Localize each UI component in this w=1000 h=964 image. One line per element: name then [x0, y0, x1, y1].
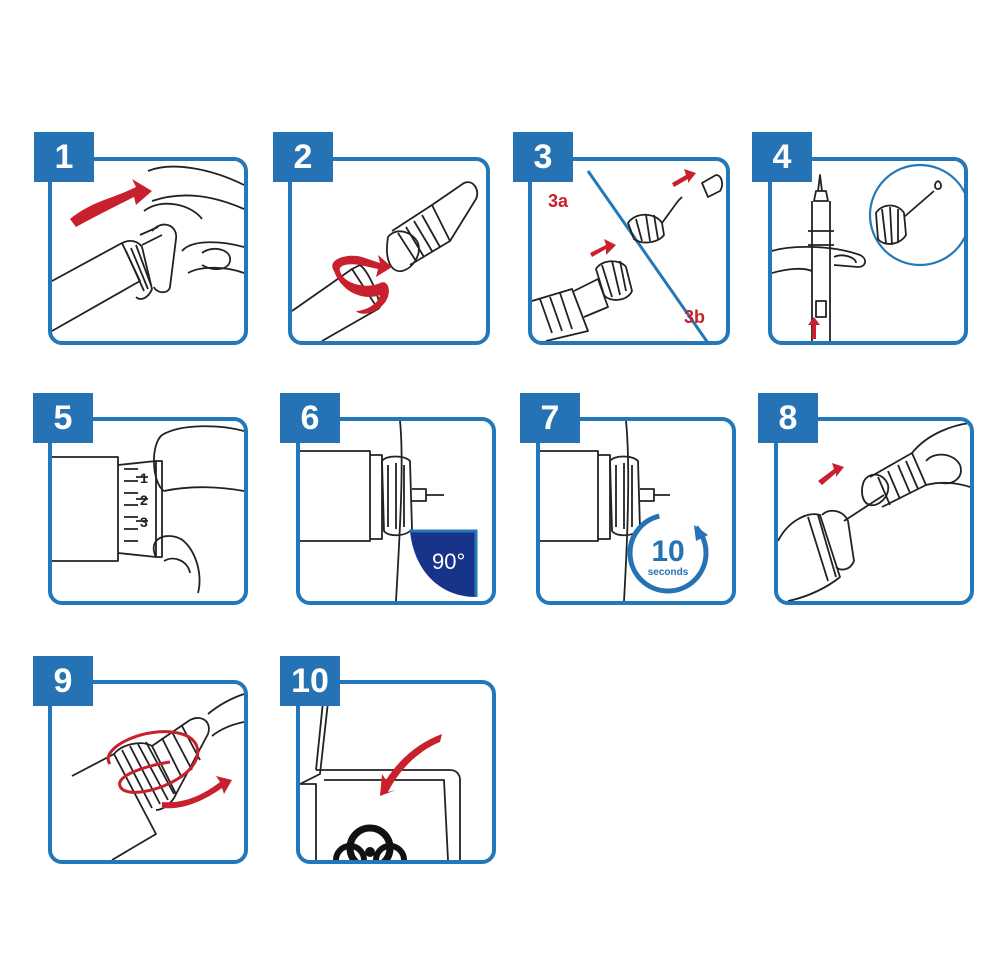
step-8-number-badge: 8	[758, 393, 818, 443]
biohazard-icon	[333, 824, 407, 860]
priming-test-drop-icon	[772, 163, 964, 341]
timer-unit: seconds	[648, 567, 689, 578]
step-3-illustration-frame: 3a 3b	[528, 157, 730, 345]
step-5-number: 5	[53, 398, 73, 437]
step-2-number: 2	[293, 137, 313, 176]
dial-mark-2: 2	[140, 492, 148, 508]
step-3-number: 3	[533, 137, 553, 176]
pen-cap-removal-icon	[52, 165, 244, 332]
step-9-illustration-frame	[48, 680, 248, 864]
step-7-number: 7	[540, 398, 560, 437]
step-7-illustration-frame: 10 seconds	[536, 417, 736, 605]
step-10-illustration-frame	[296, 680, 496, 864]
angle-label: 90°	[432, 549, 465, 574]
step-8-illustration-frame	[774, 417, 974, 605]
inject-90-degrees-icon: 90°	[300, 421, 478, 601]
step-3b-label: 3b	[684, 307, 705, 327]
step-1-number-badge: 1	[34, 132, 94, 182]
step-2-number-badge: 2	[273, 132, 333, 182]
step-1-number: 1	[54, 137, 74, 176]
step-4-number: 4	[772, 137, 792, 176]
step-4-number-badge: 4	[752, 132, 812, 182]
step-1-illustration-frame	[48, 157, 248, 345]
step-10-number: 10	[291, 661, 329, 700]
step-2-illustration-frame	[288, 157, 490, 345]
step-7-number-badge: 7	[520, 393, 580, 443]
step-3-number-badge: 3	[513, 132, 573, 182]
step-6-number: 6	[300, 398, 320, 437]
sharps-disposal-bin-icon	[300, 684, 461, 860]
step-9-number: 9	[53, 661, 73, 700]
recap-needle-icon	[778, 422, 970, 601]
step-5-number-badge: 5	[33, 393, 93, 443]
step-5-illustration-frame: 1 2 3	[48, 417, 248, 605]
step-6-illustration-frame: 90°	[296, 417, 496, 605]
unscrew-needle-icon	[71, 693, 244, 860]
step-3a-label: 3a	[548, 191, 569, 211]
dial-mark-1: 1	[140, 470, 148, 486]
hold-timer-icon: 10 seconds	[540, 421, 709, 601]
dose-dial-icon: 1 2 3	[52, 425, 244, 594]
needle-caps-removal-icon: 3a 3b	[532, 169, 723, 341]
step-10-number-badge: 10	[280, 656, 340, 706]
needle-screw-on-icon	[292, 181, 479, 341]
timer-value: 10	[651, 535, 684, 568]
step-9-number-badge: 9	[33, 656, 93, 706]
dial-mark-3: 3	[140, 514, 148, 530]
step-8-number: 8	[778, 398, 798, 437]
step-6-number-badge: 6	[280, 393, 340, 443]
step-4-illustration-frame	[768, 157, 968, 345]
